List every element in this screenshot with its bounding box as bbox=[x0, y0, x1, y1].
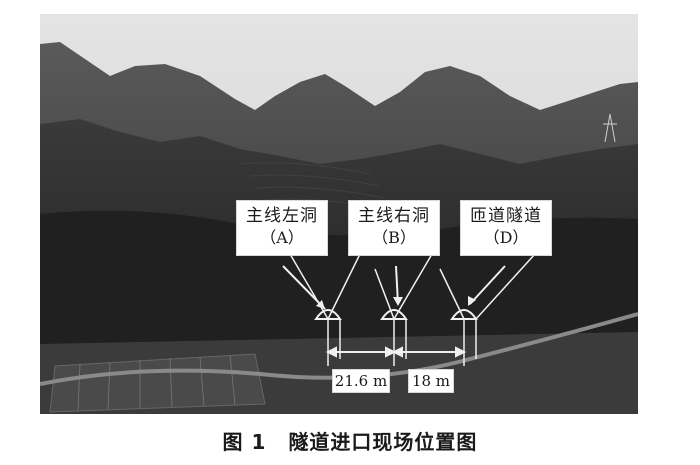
field-rows bbox=[77, 354, 236, 411]
label-code: （D） bbox=[483, 228, 529, 247]
label-main-right-tunnel: 主线右洞 （B） bbox=[348, 200, 440, 256]
label-code: （B） bbox=[372, 228, 416, 247]
pointer-arrowheads bbox=[316, 296, 476, 309]
tunnel-entrance-photo: 主线左洞 （A） 主线右洞 （B） 匝道隧道 （D） 21.6 m 18 m bbox=[40, 14, 638, 414]
dimension-line bbox=[325, 346, 467, 358]
tunnel-a-portal bbox=[314, 309, 342, 320]
label-code: （A） bbox=[260, 228, 304, 247]
label-ramp-tunnel: 匝道隧道 （D） bbox=[460, 200, 552, 256]
tunnel-b-portal bbox=[380, 309, 408, 320]
label-text: 主线右洞 bbox=[358, 206, 430, 226]
figure-caption: 图 1 隧道进口现场位置图 bbox=[0, 426, 700, 455]
figure-number: 图 1 bbox=[222, 430, 267, 454]
label-main-left-tunnel: 主线左洞 （A） bbox=[236, 200, 328, 256]
dimension-value-bd: 18 m bbox=[408, 369, 454, 393]
label-text: 匝道隧道 bbox=[470, 206, 542, 226]
figure-title: 隧道进口现场位置图 bbox=[288, 430, 478, 454]
label-text: 主线左洞 bbox=[246, 206, 318, 226]
dimension-value-ab: 21.6 m bbox=[332, 369, 390, 393]
tunnel-axis-lines bbox=[289, 253, 536, 320]
power-pylon-icon bbox=[603, 113, 617, 143]
farm-fields bbox=[49, 353, 266, 413]
